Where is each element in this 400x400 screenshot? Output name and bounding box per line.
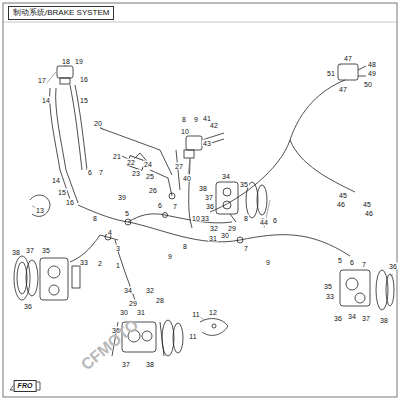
callout-number: 37 — [361, 315, 371, 322]
callout-number: 6 — [157, 202, 163, 209]
callout-number: 46 — [336, 201, 346, 208]
callout-number: 43 — [202, 140, 212, 147]
callout-number: 15 — [57, 189, 67, 196]
callout-number: 38 — [379, 317, 389, 324]
callout-number: 10 — [180, 128, 190, 135]
callout-number: 14 — [41, 97, 51, 104]
callout-number: 5 — [124, 210, 130, 217]
callout-number: 38 — [11, 249, 21, 256]
callout-number: 35 — [239, 181, 249, 188]
callout-number: 15 — [79, 97, 89, 104]
callout-number: 47 — [343, 55, 353, 62]
callout-number: 9 — [167, 253, 173, 260]
callout-number: 14 — [51, 177, 61, 184]
callout-number: 45 — [362, 201, 372, 208]
callout-number: 18 — [61, 58, 71, 65]
callout-number: 33 — [200, 215, 210, 222]
callout-number: 13 — [35, 207, 45, 214]
callout-number: 4 — [107, 229, 113, 236]
callout-number: 36 — [205, 203, 215, 210]
callout-number: 32 — [209, 225, 219, 232]
callout-number: 17 — [37, 77, 47, 84]
callout-number: 37 — [204, 194, 214, 201]
callout-number: 31 — [208, 235, 218, 242]
callout-number: 37 — [25, 247, 35, 254]
callout-number: 48 — [367, 61, 377, 68]
callout-number: 7 — [243, 245, 249, 252]
callout-number: 49 — [367, 70, 377, 77]
callout-number: 32 — [145, 287, 155, 294]
callout-number: 36 — [333, 315, 343, 322]
callout-number: 24 — [143, 161, 153, 168]
callout-number: 6 — [87, 169, 93, 176]
callout-number: 7 — [98, 169, 104, 176]
callout-number: 6 — [272, 217, 278, 224]
callout-number: 36 — [388, 263, 398, 270]
callout-number: 11 — [191, 311, 200, 318]
callout-number: 3 — [115, 245, 121, 252]
callout-number: 30 — [220, 232, 230, 239]
callout-number: 34 — [123, 287, 133, 294]
callout-number: 44 — [259, 219, 269, 226]
callout-number: 7 — [172, 203, 178, 210]
callout-number: 16 — [79, 76, 89, 83]
callout-number: 26 — [148, 187, 158, 194]
diagram-title: 制动系统/BRAKE SYSTEM — [8, 6, 114, 20]
callout-number: 7 — [361, 261, 367, 268]
callout-number: 19 — [74, 58, 84, 65]
callout-number: 27 — [174, 163, 184, 170]
callout-number: 37 — [121, 361, 131, 368]
callout-number: 8 — [92, 215, 98, 222]
callout-number: 35 — [323, 283, 333, 290]
callout-number: 9 — [265, 259, 271, 266]
callout-number: 41 — [202, 115, 212, 122]
callout-number: 36 — [23, 303, 33, 310]
callout-number: 20 — [93, 120, 103, 127]
callout-number: 30 — [119, 309, 129, 316]
callout-number: 31 — [136, 309, 146, 316]
callout-number: 34 — [347, 313, 357, 320]
callout-number: 21 — [112, 153, 122, 160]
callout-number: 47 — [338, 86, 348, 93]
callout-number: 39 — [117, 194, 127, 201]
callout-number: 38 — [198, 185, 208, 192]
callout-number: 5 — [337, 257, 343, 264]
callout-number: 29 — [227, 225, 237, 232]
callout-number: 33 — [325, 293, 335, 300]
callout-number: 34 — [221, 173, 231, 180]
callout-number: 46 — [364, 210, 374, 217]
callout-number: 8 — [243, 215, 249, 222]
callout-number: 8 — [182, 243, 188, 250]
callout-number: 22 — [126, 159, 136, 166]
callout-number: 6 — [349, 259, 355, 266]
callout-number: 12 — [208, 309, 218, 316]
callout-number: 29 — [128, 300, 138, 307]
callout-number: 9 — [193, 116, 199, 123]
watermark: CFMOTO — [78, 316, 142, 374]
callout-number: 1 — [115, 262, 121, 269]
callout-number: 50 — [363, 81, 373, 88]
callout-number: 28 — [155, 297, 165, 304]
callout-number: 2 — [97, 260, 103, 267]
callout-number: 23 — [131, 170, 141, 177]
callout-number: 35 — [41, 247, 51, 254]
callout-number: 11 — [188, 333, 197, 340]
callout-number: 38 — [145, 361, 155, 368]
callout-number: 8 — [181, 116, 187, 123]
callout-number: 51 — [326, 70, 336, 77]
front-arrow-label: FRO — [14, 380, 37, 392]
callout-number: 16 — [65, 199, 75, 206]
callout-number: 42 — [209, 122, 219, 129]
callout-number: 33 — [79, 259, 89, 266]
callout-number: 40 — [182, 175, 192, 182]
callout-number: 45 — [338, 192, 348, 199]
callout-number: 25 — [145, 173, 155, 180]
